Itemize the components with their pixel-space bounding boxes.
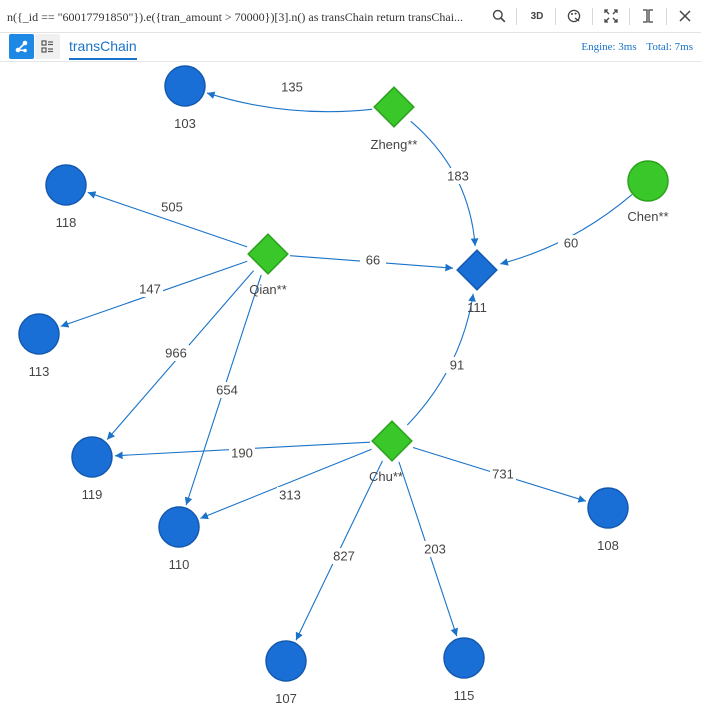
edge-label-bg — [277, 487, 303, 503]
node-label: Zheng** — [371, 137, 418, 152]
edge-qian-118[interactable] — [87, 191, 248, 248]
node-label: 108 — [597, 538, 619, 553]
node-label: 111 — [467, 300, 487, 315]
node-label: 113 — [29, 364, 50, 379]
edge-label-bg — [279, 79, 305, 95]
edge-label: 654 — [216, 383, 238, 398]
query-toolbar: n({_id == "60017791850"}).e({tran_amount… — [0, 0, 701, 33]
edge-label: 827 — [333, 549, 355, 564]
edge-label: 190 — [231, 446, 253, 461]
toolbar-divider — [629, 8, 630, 25]
edge-label-bg — [159, 199, 185, 215]
edge-label-bg — [214, 382, 240, 398]
close-icon — [679, 10, 691, 22]
toolbar-divider — [666, 8, 667, 25]
node-label: 119 — [82, 487, 103, 502]
node-circle-shape — [164, 65, 206, 107]
node-chen[interactable]: Chen** — [627, 160, 669, 224]
node-115[interactable]: 115 — [443, 637, 485, 703]
edge-label: 66 — [366, 253, 380, 268]
node-label: Chen** — [627, 209, 668, 224]
node-qian[interactable]: Qian** — [247, 233, 289, 297]
node-chu[interactable]: Chu** — [369, 420, 413, 484]
fullscreen-button[interactable] — [599, 4, 623, 28]
graph-view-button[interactable] — [9, 34, 34, 59]
search-button[interactable] — [487, 4, 511, 28]
edge-label-bg — [229, 445, 255, 461]
3d-toggle-button[interactable]: 3D — [530, 10, 544, 22]
node-119[interactable]: 119 — [71, 436, 113, 502]
node-circle-shape — [71, 436, 113, 478]
edge-label-bg — [422, 541, 448, 557]
node-label: 110 — [169, 557, 190, 572]
result-tab-bar: transChain Engine: 3ms Total: 7ms — [0, 33, 701, 62]
edge-label: 183 — [447, 169, 469, 184]
total-time: Total: 7ms — [646, 41, 693, 53]
node-113[interactable]: 113 — [18, 313, 60, 379]
table-view-button[interactable] — [35, 34, 60, 59]
node-110[interactable]: 110 — [158, 506, 200, 572]
style-button[interactable] — [562, 4, 586, 28]
node-zheng[interactable]: Zheng** — [371, 86, 418, 152]
edge-zheng-103[interactable] — [206, 91, 373, 113]
node-label: 115 — [454, 688, 475, 703]
edge-label-bg — [137, 281, 163, 297]
edge-label-bg — [445, 168, 471, 184]
search-icon — [492, 9, 506, 23]
node-label: 103 — [174, 116, 196, 131]
edge-label-bg — [360, 252, 386, 268]
node-diamond-shape — [373, 86, 415, 128]
close-button[interactable] — [673, 4, 697, 28]
edge-chu-110[interactable] — [200, 448, 372, 520]
query-stats: Engine: 3ms Total: 7ms — [574, 41, 693, 53]
edge-label-bg — [558, 235, 584, 251]
node-circle-shape — [265, 640, 307, 682]
node-diamond-shape — [456, 249, 498, 291]
node-circle-shape — [45, 164, 87, 206]
edge-label: 966 — [165, 346, 187, 361]
edge-label-bg — [444, 357, 470, 373]
node-label: 118 — [56, 215, 77, 230]
edge-label-bg — [163, 345, 189, 361]
toolbar-divider — [592, 8, 593, 25]
graph-view-icon — [15, 40, 28, 53]
edge-label: 135 — [281, 80, 303, 95]
node-diamond-shape — [371, 420, 413, 462]
node-label: Chu** — [369, 469, 403, 484]
toolbar-divider — [555, 8, 556, 25]
edge-label: 313 — [279, 488, 301, 503]
node-103[interactable]: 103 — [164, 65, 206, 131]
node-diamond-shape — [247, 233, 289, 275]
edge-label-bg — [490, 466, 516, 482]
fullscreen-icon — [604, 9, 618, 23]
tab-transchain[interactable]: transChain — [69, 38, 137, 60]
node-107[interactable]: 107 — [265, 640, 307, 706]
node-circle-shape — [587, 487, 629, 529]
node-circle-shape — [158, 506, 200, 548]
node-label: Qian** — [249, 282, 287, 297]
edge-label: 91 — [450, 358, 464, 373]
edge-label: 147 — [139, 282, 161, 297]
query-text[interactable]: n({_id == "60017791850"}).e({tran_amount… — [7, 10, 464, 24]
node-label: 107 — [275, 691, 297, 706]
node-circle-shape — [627, 160, 669, 202]
edge-label: 60 — [564, 236, 578, 251]
edge-label-bg — [331, 548, 357, 564]
node-circle-shape — [443, 637, 485, 679]
toolbar-divider — [516, 8, 517, 25]
style-palette-icon — [567, 9, 581, 23]
collapse-panel-button[interactable] — [636, 4, 660, 28]
edge-label: 505 — [161, 200, 183, 215]
engine-time: Engine: 3ms — [581, 41, 637, 53]
node-111[interactable]: 111 — [456, 249, 498, 315]
collapse-panel-icon — [643, 9, 653, 23]
node-118[interactable]: 118 — [45, 164, 87, 230]
node-108[interactable]: 108 — [587, 487, 629, 553]
table-view-icon — [41, 40, 53, 53]
node-circle-shape — [18, 313, 60, 355]
edge-label: 203 — [424, 542, 446, 557]
edge-chen-111[interactable] — [500, 194, 633, 266]
edge-label: 731 — [492, 467, 514, 482]
